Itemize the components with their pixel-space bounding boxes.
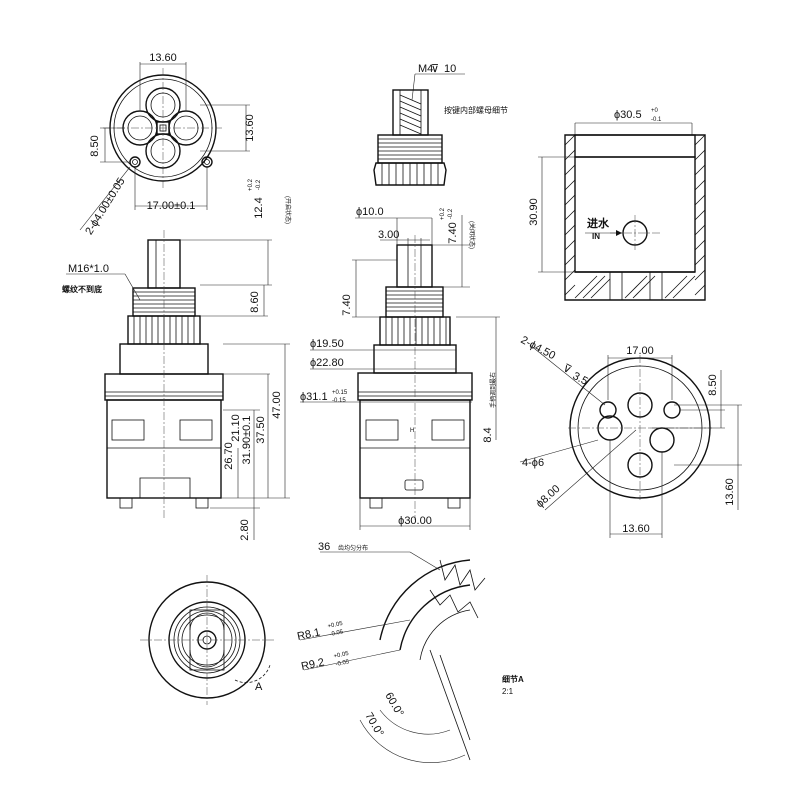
base-1360-r-label: 13.60 — [724, 478, 736, 506]
inlet-en-label: IN — [592, 232, 600, 241]
side-view: H ϕ10.0 3.00 7.40 +0.2 -0.2 (关闭状态) 7.40 … — [300, 206, 500, 530]
d2280-label: ϕ22.80 — [310, 357, 344, 369]
stem-w3-label: 3.00 — [378, 229, 399, 241]
base-1360-b-label: 13.60 — [622, 523, 650, 535]
top-view: 13.60 13.60 8.50 2-ϕ4.00±0.05 17.00±0.1 — [79, 52, 256, 237]
svg-text:齿均匀分布: 齿均匀分布 — [338, 544, 368, 552]
key-note-label: 按键内部螺母细节 — [444, 105, 508, 115]
hole-spec-label: 2-ϕ4.00±0.05 — [83, 176, 128, 237]
svg-text:-0.05: -0.05 — [335, 659, 350, 668]
d311-label: ϕ31.1 — [300, 391, 328, 403]
svg-text:+0.15: +0.15 — [332, 390, 348, 396]
side-h740-label: 7.40 — [341, 294, 353, 315]
h37-label: 37.50 — [255, 416, 267, 444]
housing-section-view: ϕ30.5 +0 -0.1 — [528, 108, 706, 301]
base-d8-label: ϕ8.00 — [534, 483, 563, 510]
base-view: 17.00 8.50 13.60 13.60 2-ϕ4.50 ⊽ 3.5 4-ϕ… — [519, 334, 742, 538]
housing-diameter-label: ϕ30.5 — [614, 109, 642, 121]
h31-label: 31.90±0.1 — [241, 416, 253, 465]
base-46-label: 4-ϕ6 — [522, 457, 544, 469]
base-hole-depth-label: 3.5 — [571, 370, 590, 388]
inlet-cn-label: 进水 — [587, 216, 610, 230]
svg-text:+0.05: +0.05 — [327, 621, 344, 630]
h26-label: 26.70 — [223, 442, 235, 470]
d1950-label: ϕ19.50 — [310, 338, 344, 350]
base-1700-label: 17.00 — [626, 345, 654, 357]
detail-a-view: 36 齿均匀分布 R8.1 +0.05 -0.05 R9.2 +0.05 -0.… — [296, 541, 524, 763]
thread-depth-label: 10 — [444, 63, 456, 75]
top-left-850-label: 8.50 — [89, 135, 101, 156]
thread-callout-label: M4 — [418, 63, 433, 75]
h21-label: 21.10 — [230, 414, 242, 442]
thread-note-label: 螺纹不到底 — [62, 284, 102, 294]
front-view: M16*1.0 螺纹不到底 12.4 +0.2 -0.2 (开启状态) 8.60… — [62, 178, 292, 540]
bottom-view: A — [140, 575, 274, 705]
angle-70-label: 70.0° — [362, 711, 385, 739]
svg-text:(开启状态): (开启状态) — [284, 196, 292, 224]
base-850-label: 8.50 — [707, 374, 719, 395]
svg-text:(关闭状态): (关闭状态) — [468, 221, 476, 249]
svg-text:-0.1: -0.1 — [651, 117, 662, 123]
housing-height-label: 30.90 — [528, 198, 540, 226]
teeth-count-label: 36 — [318, 541, 330, 553]
detail-a-marker: A — [255, 681, 263, 693]
hole-spacing-label: 17.00±0.1 — [147, 200, 196, 212]
svg-text:-0.15: -0.15 — [332, 398, 346, 404]
svg-text:+0.2: +0.2 — [440, 207, 446, 220]
stem-d10-label: ϕ10.0 — [356, 206, 384, 218]
r81-label: R8.1 — [296, 626, 321, 643]
detail-scale-label: 2:1 — [502, 687, 514, 696]
detail-title-label: 细节A — [502, 674, 524, 684]
svg-text:⊽: ⊽ — [561, 362, 574, 376]
top-right-height-label: 13.60 — [244, 114, 256, 142]
svg-text:+0.2: +0.2 — [248, 178, 254, 191]
svg-text:-0.2: -0.2 — [448, 208, 454, 219]
svg-text:+0.05: +0.05 — [333, 651, 350, 660]
svg-text:H: H — [410, 428, 414, 434]
svg-text:手柄调到最右: 手柄调到最右 — [489, 372, 497, 408]
d3000-label: ϕ30.00 — [398, 515, 432, 527]
top-width-label: 13.60 — [149, 52, 177, 64]
svg-text:+0: +0 — [651, 108, 659, 114]
h280-label: 2.80 — [239, 519, 251, 540]
r92-label: R9.2 — [300, 656, 325, 673]
side-84-label: 8.4 — [482, 427, 494, 442]
thread-height-label: 8.60 — [249, 291, 261, 312]
stem-height-label: 12.4 — [253, 197, 265, 218]
svg-text:⊽: ⊽ — [431, 63, 439, 75]
base-holes-label: 2-ϕ4.50 — [519, 334, 558, 362]
thread-spec-label: M16*1.0 — [68, 263, 109, 275]
h47-label: 47.00 — [271, 391, 283, 419]
stem-h740-label: 7.40 — [447, 222, 459, 243]
angle-60-label: 60.0° — [382, 691, 405, 719]
stem-detail-view: M4 ⊽ 10 按键内部螺母细节 — [373, 63, 508, 186]
svg-text:-0.2: -0.2 — [256, 179, 262, 190]
